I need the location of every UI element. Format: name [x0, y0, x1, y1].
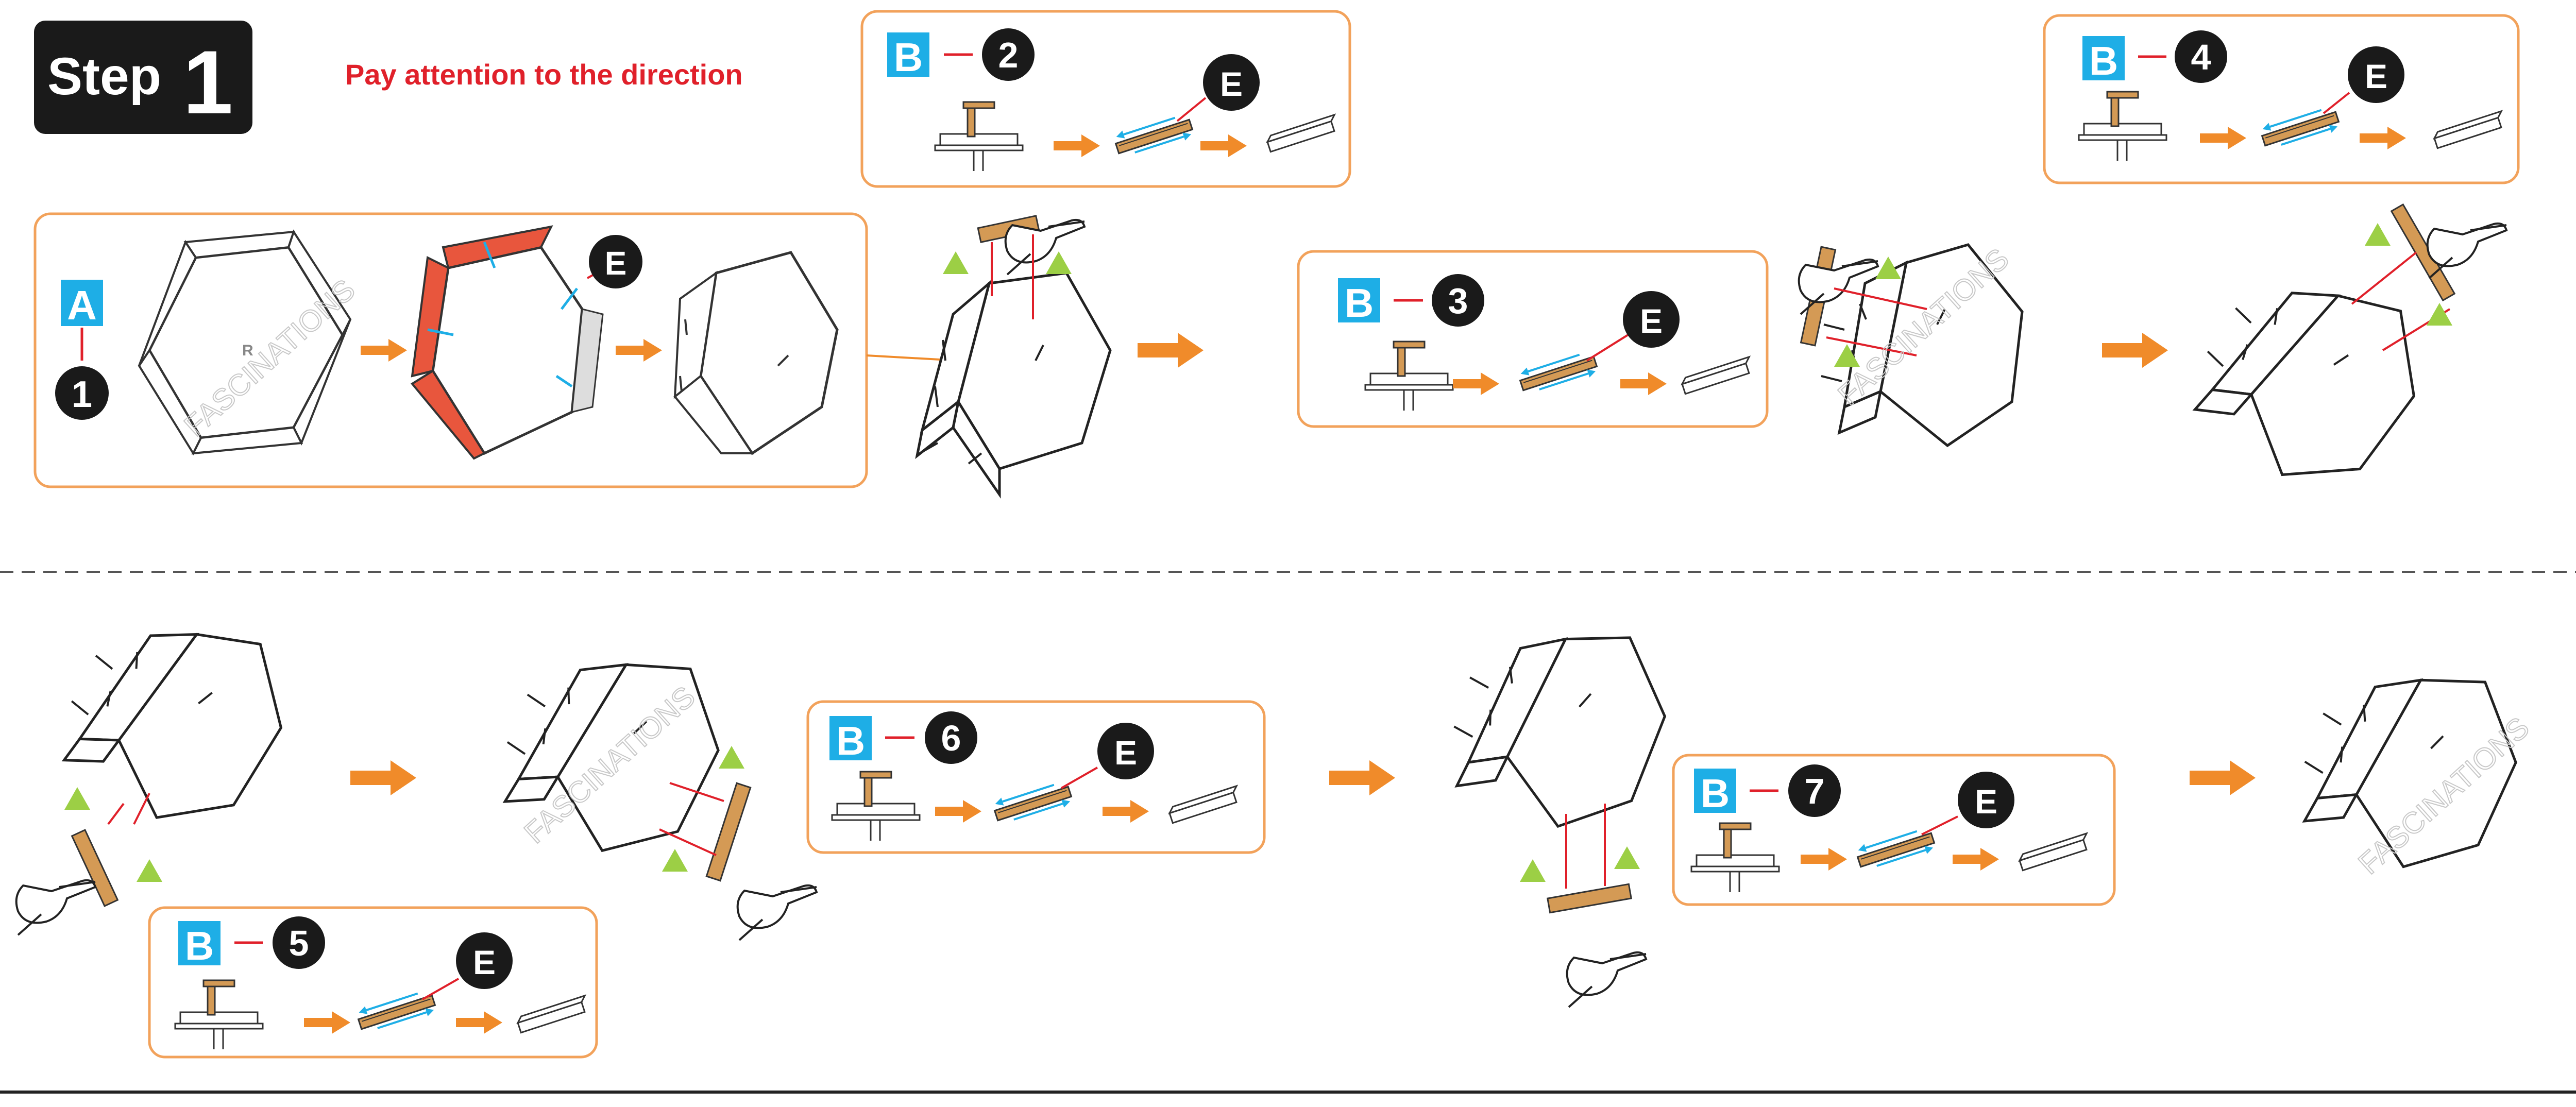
b6-e-label: E — [1114, 734, 1137, 772]
callout-b5: B 5 E — [148, 906, 598, 1059]
hand-icon — [1566, 951, 1647, 1008]
callout-a1: A 1 R — [33, 212, 959, 488]
callout-b7: B 7 E — [1672, 754, 2116, 906]
a-badge — [61, 280, 103, 326]
triangle-marker-icon — [1520, 859, 1546, 882]
b3-number: 3 — [1448, 281, 1468, 321]
hexagon-piece-icon — [1436, 600, 1682, 846]
hexbox-b5 — [15, 582, 310, 936]
triangle-marker-icon — [719, 746, 744, 769]
e-label: E — [605, 245, 627, 282]
step-label: Step — [47, 47, 161, 106]
folded-hexagon — [673, 251, 839, 455]
triangle-marker-icon — [1614, 846, 1640, 869]
callout-b2: B 2 E — [860, 10, 1351, 188]
b3-e-label: E — [1640, 302, 1663, 340]
right-arrow-icon — [1329, 760, 1395, 795]
triangle-marker-icon — [662, 849, 688, 872]
hexbox-b4 — [2173, 203, 2507, 512]
triangle-marker-icon — [64, 787, 90, 810]
step-number: 1 — [183, 32, 233, 133]
callout-b6: B 6 E — [806, 700, 1266, 854]
b2-e-label: E — [1220, 65, 1243, 103]
right-arrow-icon — [2102, 333, 2168, 368]
hexbox-b7 — [1436, 600, 1682, 1008]
hand-icon — [15, 879, 97, 936]
b5-e-label: E — [473, 943, 496, 981]
right-arrow-icon — [2190, 760, 2256, 795]
b4-label: B — [2089, 38, 2118, 83]
hand-icon — [2426, 222, 2507, 279]
step-badge: Step 1 — [34, 21, 252, 134]
right-arrow-icon — [350, 760, 416, 795]
hexagon-piece-icon — [917, 273, 1110, 495]
e-badge — [589, 235, 642, 288]
triangle-marker-icon — [943, 251, 969, 274]
hand-icon — [1004, 218, 1086, 276]
hexbox-b2 — [917, 215, 1110, 495]
a1-number-badge — [55, 366, 109, 420]
b2-number: 2 — [998, 35, 1019, 75]
b3-label: B — [1345, 280, 1374, 326]
triangle-marker-icon — [2427, 303, 2452, 326]
b4-number: 4 — [2191, 37, 2211, 77]
triangle-marker-icon — [137, 859, 162, 882]
callout-b4: B 4 E — [2043, 14, 2520, 184]
b6-label: B — [836, 718, 865, 763]
right-arrow-icon — [1138, 333, 1204, 368]
direction-note: Pay attention to the direction — [345, 58, 743, 91]
r-mark: R — [242, 342, 253, 359]
b4-e-label: E — [2365, 57, 2387, 95]
b2-label: B — [894, 35, 923, 80]
b6-number: 6 — [941, 718, 961, 758]
b5-number: 5 — [289, 923, 309, 963]
hexagon-piece-icon — [2173, 237, 2448, 512]
callout-b3: B 3 E — [1297, 250, 1769, 428]
triangle-marker-icon — [2365, 223, 2391, 246]
hexbox-b6: FASCINATIONS — [484, 619, 818, 941]
hand-icon — [736, 884, 818, 941]
hexbox-final: FASCINATIONS — [2283, 637, 2536, 890]
b7-e-label: E — [1975, 782, 1997, 821]
b5-label: B — [185, 923, 214, 968]
b7-number: 7 — [1805, 771, 1825, 811]
b7-label: B — [1701, 771, 1730, 816]
a1-number: 1 — [72, 374, 92, 415]
triangle-marker-icon — [1046, 251, 1072, 274]
hexbox-b3: FASCINATIONS — [1798, 242, 2022, 446]
folding-hexagon — [411, 225, 604, 460]
hexagon-net: R — [138, 229, 352, 456]
a-label: A — [67, 282, 97, 328]
